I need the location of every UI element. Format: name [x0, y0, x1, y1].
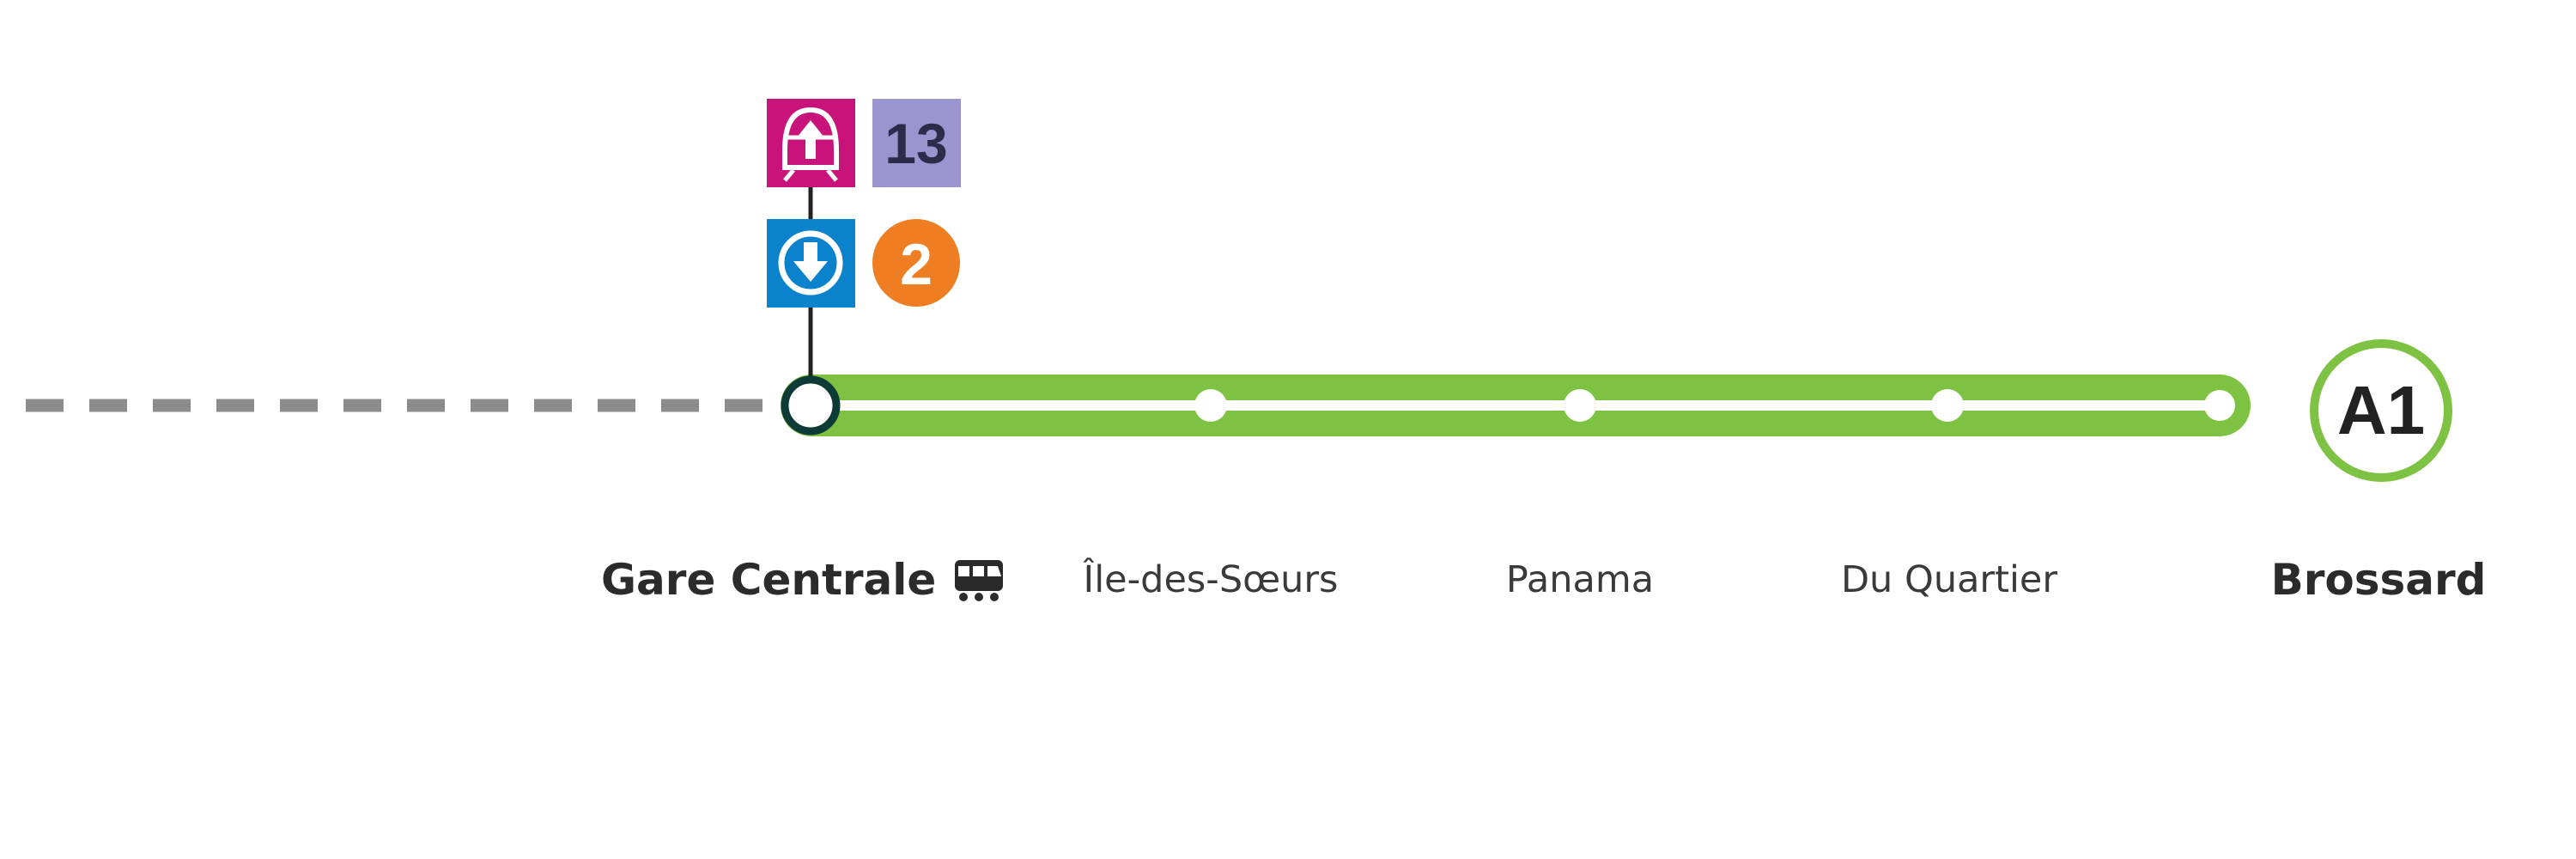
metro-line-2-label: 2 — [900, 232, 933, 297]
line-a1-badge-label: A1 — [2337, 372, 2425, 448]
station-label-du-quartier[interactable]: Du Quartier — [1840, 558, 2058, 601]
station-marker-brossard-end[interactable] — [2204, 390, 2235, 421]
station-label-brossard[interactable]: Brossard — [2270, 555, 2487, 605]
station-label-ile-des-soeurs[interactable]: Île-des-Sœurs — [1083, 558, 1339, 601]
line-a1-badge[interactable]: A1 — [2310, 339, 2452, 482]
metro-line-2-badge[interactable]: 2 — [872, 219, 960, 307]
exo-train-icon[interactable] — [767, 99, 855, 187]
train-icon — [955, 560, 1003, 601]
station-marker-gare-centrale[interactable] — [781, 375, 841, 436]
exo-line-13-label: 13 — [884, 112, 947, 175]
exo-line-13-badge[interactable]: 13 — [872, 99, 961, 187]
metro-icon[interactable] — [767, 219, 855, 308]
station-label-gare-centrale[interactable]: Gare Centrale — [601, 555, 937, 605]
station-label-panama[interactable]: Panama — [1505, 558, 1655, 601]
station-marker-ile-des-soeurs[interactable] — [1194, 389, 1227, 422]
station-marker-du-quartier[interactable] — [1931, 389, 1964, 422]
station-marker-panama[interactable] — [1564, 389, 1596, 422]
